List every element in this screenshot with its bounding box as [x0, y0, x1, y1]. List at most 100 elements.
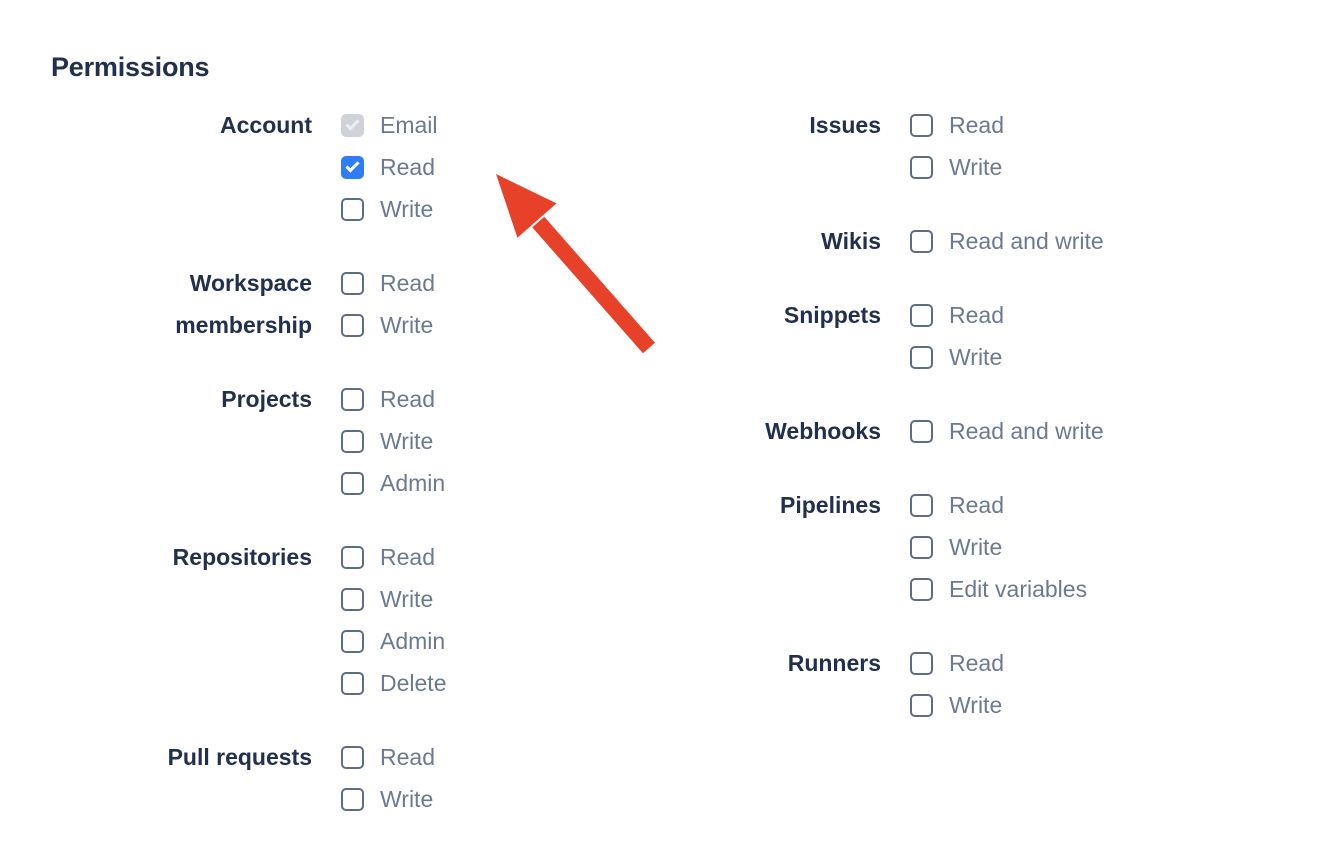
permission-option-label[interactable]: Admin: [380, 470, 446, 496]
checkbox-unchecked-icon[interactable]: [341, 197, 364, 221]
permission-option-label[interactable]: Write: [949, 692, 1003, 718]
permission-option-label[interactable]: Read: [949, 492, 1004, 518]
permission-option-row[interactable]: Read: [910, 104, 1322, 146]
permission-option-list: Read and write: [910, 220, 1322, 262]
permission-option-row[interactable]: Write: [910, 336, 1322, 378]
permission-option-row[interactable]: Write: [341, 188, 660, 230]
permission-option-row[interactable]: Read: [910, 484, 1322, 526]
permission-option-label[interactable]: Read: [949, 650, 1004, 676]
permission-option-row[interactable]: Read: [910, 294, 1322, 336]
checkbox-unchecked-icon[interactable]: [341, 545, 364, 569]
permission-option-row[interactable]: Read: [341, 146, 660, 188]
checkbox-unchecked-icon[interactable]: [910, 155, 933, 179]
permission-option-row[interactable]: Read: [341, 262, 660, 304]
checkbox-unchecked-icon[interactable]: [910, 113, 933, 137]
checkbox-unchecked-icon[interactable]: [341, 313, 364, 337]
permission-option-row[interactable]: Read: [910, 642, 1322, 684]
permission-option-label[interactable]: Read and write: [949, 418, 1104, 444]
permission-option-label[interactable]: Read: [949, 112, 1004, 138]
checkbox-unchecked-icon[interactable]: [341, 271, 364, 295]
checkbox-unchecked-icon[interactable]: [341, 429, 364, 453]
checkbox-unchecked-icon[interactable]: [910, 535, 933, 559]
checkbox-unchecked-icon[interactable]: [910, 419, 933, 443]
checkbox-unchecked-icon[interactable]: [910, 303, 933, 327]
permission-option-row[interactable]: Write: [341, 304, 660, 346]
permission-option-row[interactable]: Email: [341, 104, 660, 146]
permission-option-label[interactable]: Read: [380, 154, 435, 180]
permission-option-label[interactable]: Write: [380, 586, 434, 612]
permission-group-label: Pipelines: [780, 492, 881, 518]
permission-option-row[interactable]: Write: [341, 420, 660, 462]
permission-option-row[interactable]: Read and write: [910, 220, 1322, 262]
permission-option-row[interactable]: Read and write: [910, 410, 1322, 452]
checkbox-unchecked-icon[interactable]: [341, 629, 364, 653]
checkbox-checked-icon[interactable]: [341, 155, 364, 179]
checkbox-unchecked-icon[interactable]: [910, 651, 933, 675]
permission-option-row[interactable]: Edit variables: [910, 568, 1322, 610]
checkbox-unchecked-icon[interactable]: [910, 493, 933, 517]
permission-option-label[interactable]: Delete: [380, 670, 447, 696]
permission-option-label[interactable]: Read: [949, 302, 1004, 328]
permission-option-row[interactable]: Read: [341, 378, 660, 420]
checkbox-unchecked-icon[interactable]: [341, 671, 364, 695]
permission-option-label[interactable]: Write: [380, 312, 434, 338]
permission-option-row[interactable]: Write: [910, 684, 1322, 726]
permission-option-label[interactable]: Read: [380, 744, 435, 770]
permission-option-row[interactable]: Delete: [341, 662, 660, 704]
permission-option-label[interactable]: Email: [380, 112, 438, 138]
permission-option-label[interactable]: Read: [380, 270, 435, 296]
permission-option-row[interactable]: Write: [341, 578, 660, 620]
permission-option-label[interactable]: Write: [380, 196, 434, 222]
permission-option-label[interactable]: Write: [380, 428, 434, 454]
permission-group-label: Snippets: [783, 302, 881, 328]
permission-option-label[interactable]: Read: [380, 544, 435, 570]
checkbox-unchecked-icon[interactable]: [341, 387, 364, 411]
checkbox-unchecked-icon[interactable]: [341, 587, 364, 611]
permission-option-label[interactable]: Read: [380, 386, 435, 412]
permission-group-label: Webhooks: [765, 418, 881, 444]
checkbox-unchecked-icon[interactable]: [341, 471, 364, 495]
permission-option-row[interactable]: Write: [910, 146, 1322, 188]
checkbox-unchecked-icon[interactable]: [341, 787, 364, 811]
permission-option-label[interactable]: Write: [949, 344, 1003, 370]
permission-option-row[interactable]: Admin: [341, 462, 660, 504]
permission-option-label[interactable]: Edit variables: [949, 576, 1088, 602]
checkmark-icon: [345, 115, 360, 131]
permission-group-label: Workspace membership: [175, 270, 312, 338]
permission-option-label[interactable]: Admin: [380, 628, 446, 654]
permission-option-label[interactable]: Write: [380, 786, 434, 812]
permission-option-list: Read and write: [910, 410, 1322, 452]
checkbox-unchecked-icon[interactable]: [910, 577, 933, 601]
permission-group: Webhooks Read and write: [660, 410, 1322, 452]
permission-option-row[interactable]: Read: [341, 536, 660, 578]
permission-option-row[interactable]: Write: [910, 526, 1322, 568]
permission-group-label: Issues: [809, 112, 881, 138]
permission-group-label: Account: [220, 112, 312, 138]
permission-option-label[interactable]: Read and write: [949, 228, 1104, 254]
permission-option-row[interactable]: Read: [341, 736, 660, 778]
checkbox-unchecked-icon[interactable]: [341, 745, 364, 769]
permission-group-label: Runners: [787, 650, 881, 676]
checkbox-unchecked-icon[interactable]: [910, 229, 933, 253]
checkbox-unchecked-icon[interactable]: [910, 345, 933, 369]
permission-option-label[interactable]: Write: [949, 534, 1003, 560]
permission-option-row[interactable]: Write: [341, 778, 660, 820]
permission-option-row[interactable]: Admin: [341, 620, 660, 662]
checkbox-unchecked-icon[interactable]: [910, 693, 933, 717]
checkmark-icon: [345, 157, 360, 173]
permission-option-label[interactable]: Write: [949, 154, 1003, 180]
